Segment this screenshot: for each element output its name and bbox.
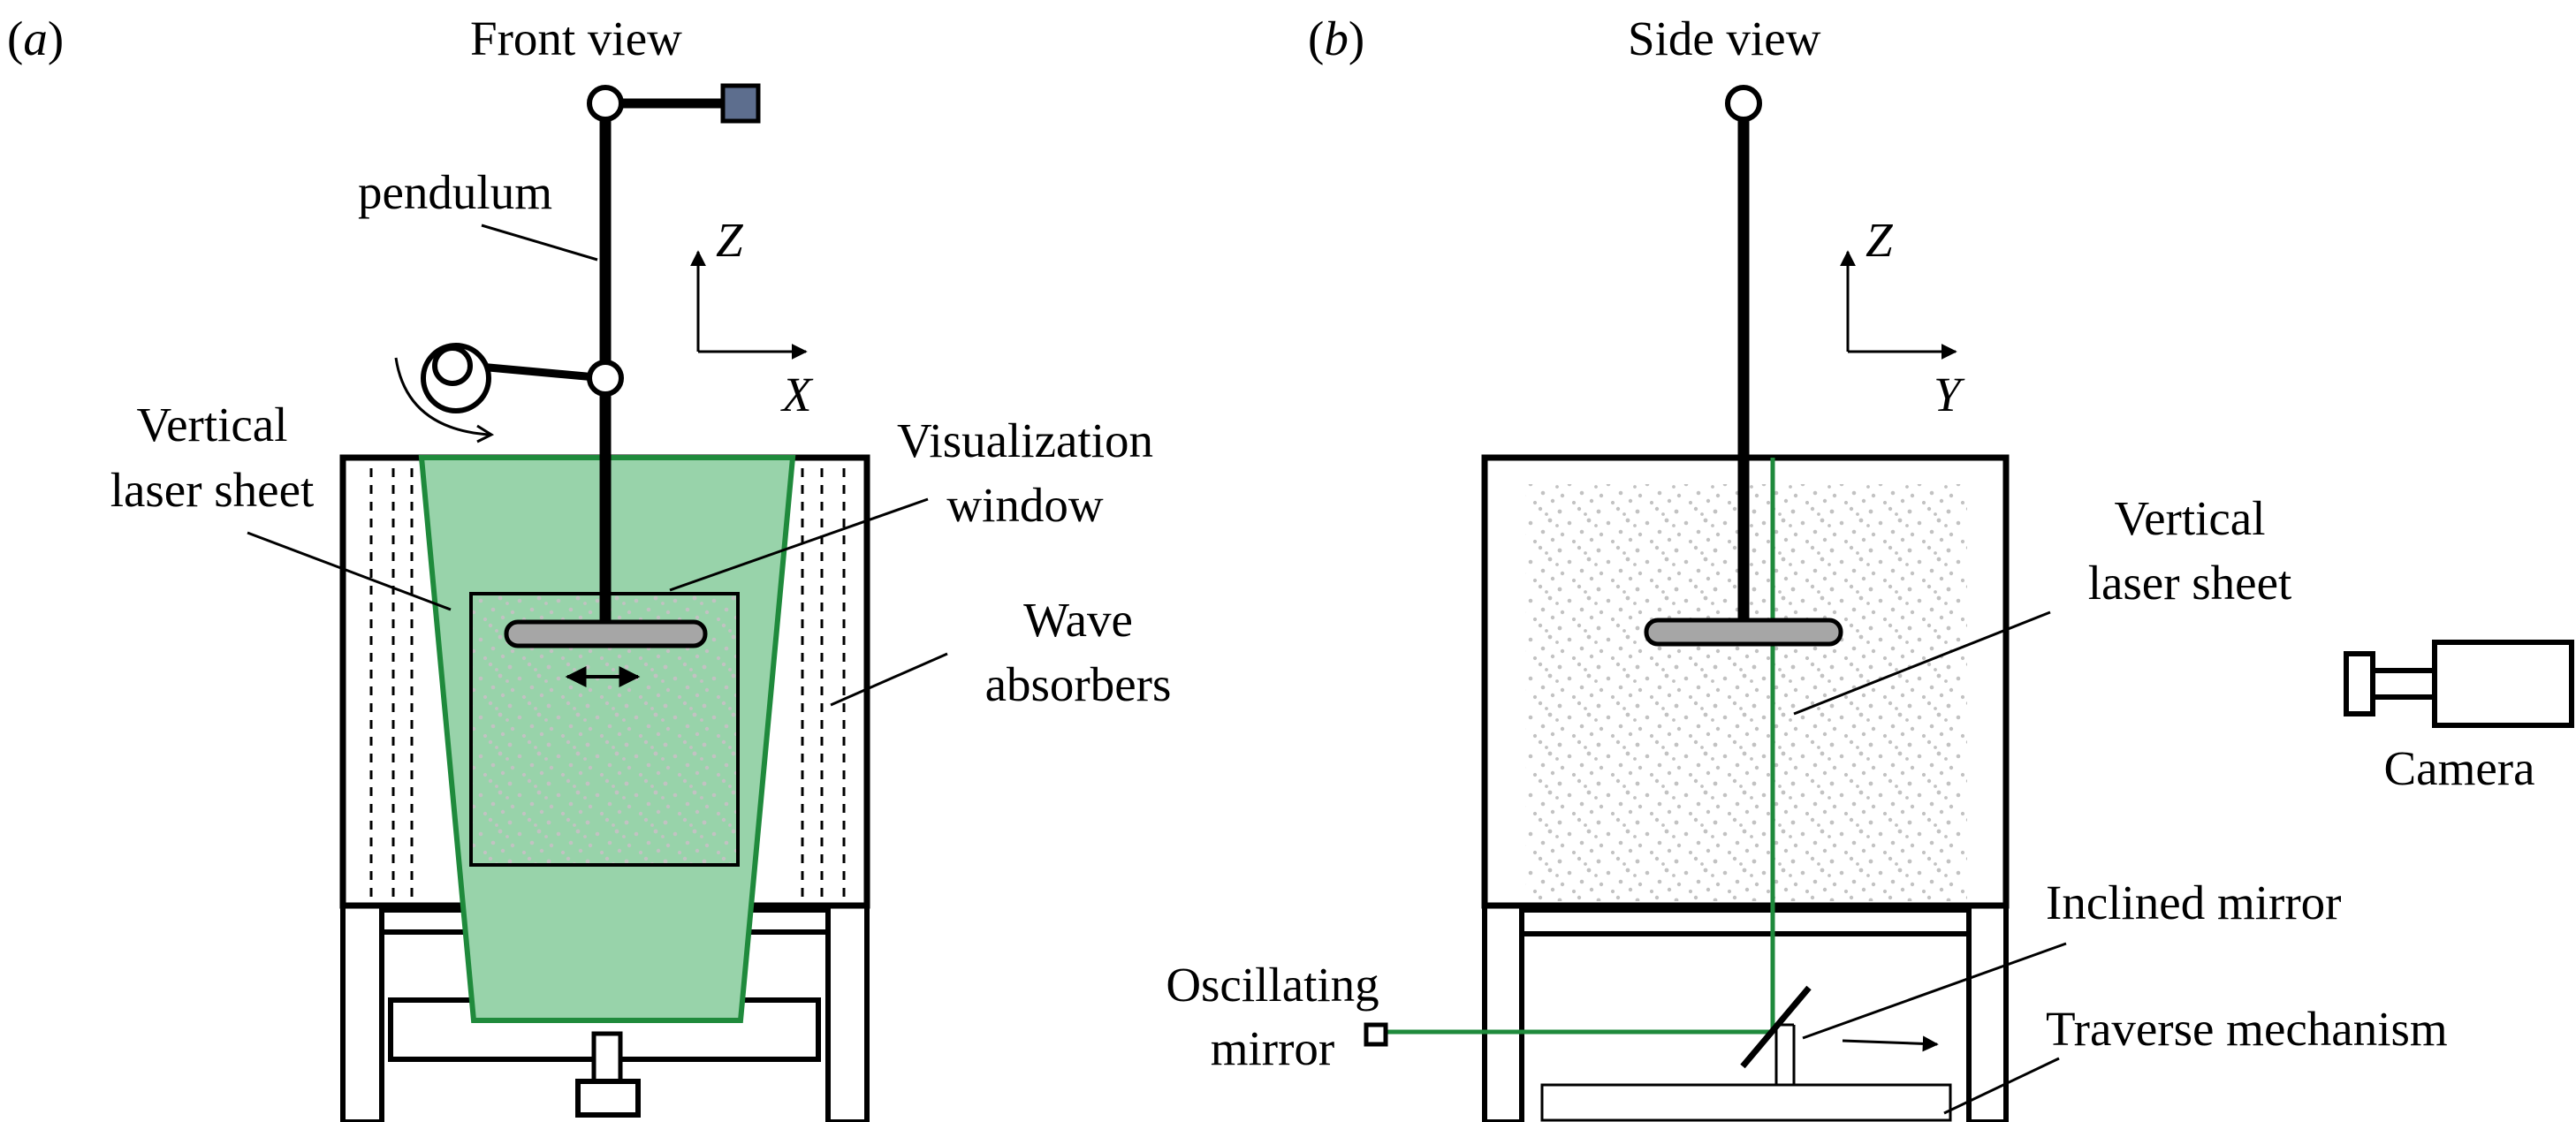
oscillating-plate-side [1644, 618, 1843, 647]
axes-zy: Z Y [1840, 213, 1965, 421]
panel-a-title: Front view [470, 11, 682, 65]
upper-pivot-side [1725, 85, 1762, 122]
laser-path-side [1386, 458, 1775, 1035]
panel-b-side-view: (b) Side view [1166, 11, 2574, 1122]
laser-sheet-label-a-line2: laser sheet [110, 463, 315, 517]
panel-a-front-view: (a) Front view [7, 11, 1171, 1122]
upper-pivot [587, 85, 624, 122]
traverse-mechanism [1540, 1083, 1952, 1122]
axis-y-label: Y [1934, 368, 1965, 421]
oscillating-plate-front [504, 619, 708, 648]
panel-b-title: Side view [1628, 11, 1821, 65]
laser-sheet-label-a-line1: Vertical [136, 398, 287, 451]
pendulum-label: pendulum [358, 165, 552, 219]
traverse-arrow-icon [1842, 1035, 1939, 1052]
panel-b-tag: (b) [1308, 11, 1364, 65]
wave-absorbers [369, 468, 846, 901]
window-label-line1: Visualization [897, 413, 1153, 467]
oscillating-mirror-icon [1364, 1022, 1388, 1047]
lower-pivot [587, 360, 624, 397]
laser-sheet-label-b-line1: Vertical [2114, 491, 2265, 545]
oscillating-mirror-label-line1: Oscillating [1166, 958, 1379, 1012]
window-label-line2: window [946, 478, 1104, 532]
pendulum [394, 83, 761, 687]
inclined-mirror-label: Inclined mirror [2046, 876, 2341, 929]
absorbers-label-line2: absorbers [985, 657, 1172, 711]
axis-z-label-b: Z [1866, 213, 1894, 267]
rotation-arrow-icon [394, 357, 490, 436]
camera-label: Camera [2383, 741, 2534, 795]
panel-a-tag: (a) [7, 11, 64, 65]
pendulum-side [1644, 85, 1843, 647]
laser-sheet-label-b-line2: laser sheet [2088, 556, 2292, 610]
traverse-label: Traverse mechanism [2046, 1002, 2448, 1056]
stand-frame-side [1482, 903, 2009, 1122]
absorbers-label-line1: Wave [1023, 593, 1133, 647]
axis-x-label: X [780, 368, 814, 421]
axis-z-label-a: Z [716, 213, 744, 267]
oscillating-mirror-label-line2: mirror [1211, 1021, 1335, 1075]
camera-icon [2344, 640, 2574, 728]
inclined-mirror [1740, 985, 1812, 1087]
axes-zx: Z X [690, 213, 814, 421]
crank-block-icon [720, 83, 761, 124]
